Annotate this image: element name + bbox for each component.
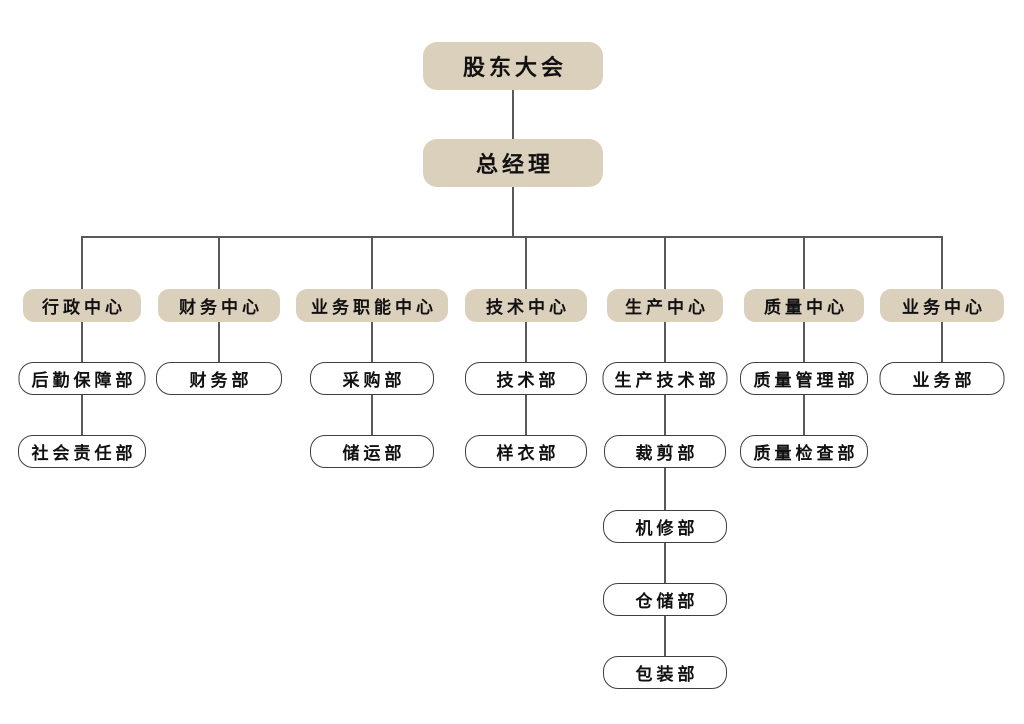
- node-label: 机修部: [635, 519, 699, 538]
- connector-line: [664, 468, 666, 510]
- org-node-center-quality: 质量中心: [744, 289, 864, 322]
- org-node-dept-cutting: 裁剪部: [604, 435, 726, 468]
- connector-line: [525, 395, 527, 435]
- node-label: 仓储部: [635, 592, 699, 611]
- org-node-dept-finance: 财务部: [156, 362, 282, 395]
- node-label: 样衣部: [496, 444, 560, 463]
- connector-line: [803, 322, 805, 362]
- org-node-center-finance: 财务中心: [158, 289, 280, 322]
- org-node-center-production: 生产中心: [607, 289, 723, 322]
- connector-line: [525, 322, 527, 362]
- node-label: 业务中心: [902, 298, 986, 317]
- node-label: 财务中心: [179, 298, 263, 317]
- org-node-dept-purchasing: 采购部: [310, 362, 434, 395]
- org-node-dept-social-responsibility: 社会责任部: [18, 435, 146, 468]
- org-node-dept-storage-transport: 储运部: [310, 435, 434, 468]
- node-label: 质量中心: [764, 298, 848, 317]
- org-node-dept-packaging: 包装部: [603, 656, 727, 689]
- node-label: 包装部: [635, 665, 699, 684]
- node-label: 生产技术部: [614, 371, 720, 390]
- connector-line: [664, 322, 666, 362]
- node-label: 裁剪部: [635, 444, 699, 463]
- connector-line: [512, 90, 514, 139]
- node-label: 业务职能中心: [311, 298, 437, 317]
- connector-line: [218, 322, 220, 362]
- node-label: 业务部: [912, 371, 976, 390]
- node-label: 股东大会: [462, 55, 567, 80]
- connector-line: [81, 236, 943, 238]
- org-node-dept-technical: 技术部: [465, 362, 587, 395]
- connector-line: [525, 236, 527, 290]
- connector-line: [664, 616, 666, 656]
- node-label: 质量管理部: [753, 371, 859, 390]
- org-node-shareholders-meeting: 股东大会: [423, 42, 603, 90]
- node-label: 技术部: [496, 371, 560, 390]
- org-node-dept-machine-repair: 机修部: [603, 510, 727, 543]
- connector-line: [941, 322, 943, 362]
- connector-line: [371, 322, 373, 362]
- connector-line: [941, 236, 943, 290]
- org-node-center-business-function: 业务职能中心: [296, 289, 448, 322]
- node-label: 质量检查部: [753, 444, 859, 463]
- node-label: 财务部: [189, 371, 253, 390]
- connector-line: [803, 395, 805, 435]
- node-label: 后勤保障部: [31, 371, 137, 390]
- org-node-center-technology: 技术中心: [465, 289, 587, 322]
- org-node-dept-sample-garment: 样衣部: [465, 435, 587, 468]
- node-label: 总经理: [475, 152, 554, 177]
- org-node-dept-quality-inspection: 质量检查部: [740, 435, 868, 468]
- connector-line: [81, 322, 83, 362]
- node-label: 社会责任部: [31, 444, 137, 463]
- org-node-dept-warehouse: 仓储部: [603, 583, 727, 616]
- node-label: 生产中心: [625, 298, 709, 317]
- org-node-dept-business: 业务部: [879, 362, 1005, 395]
- node-label: 行政中心: [42, 298, 126, 317]
- connector-line: [664, 395, 666, 435]
- connector-line: [81, 236, 83, 290]
- connector-line: [664, 543, 666, 583]
- node-label: 储运部: [342, 444, 406, 463]
- connector-line: [371, 236, 373, 290]
- node-label: 采购部: [342, 371, 406, 390]
- connector-line: [81, 395, 83, 435]
- connector-line: [512, 187, 514, 237]
- org-node-dept-production-tech: 生产技术部: [602, 362, 728, 395]
- connector-line: [803, 236, 805, 290]
- connector-line: [218, 236, 220, 290]
- connector-line: [664, 236, 666, 290]
- org-node-center-business: 业务中心: [880, 289, 1004, 322]
- org-node-dept-logistics-support: 后勤保障部: [18, 362, 146, 395]
- org-node-center-admin: 行政中心: [23, 289, 141, 322]
- org-node-general-manager: 总经理: [423, 139, 603, 187]
- org-node-dept-quality-management: 质量管理部: [740, 362, 868, 395]
- node-label: 技术中心: [486, 298, 570, 317]
- connector-line: [371, 395, 373, 435]
